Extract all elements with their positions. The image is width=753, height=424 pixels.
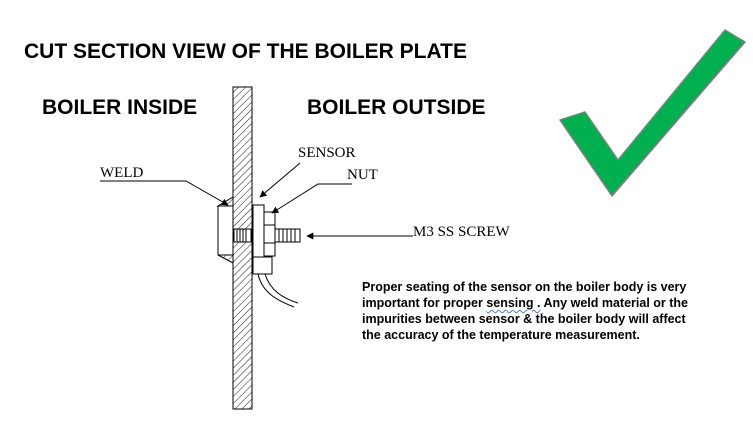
note-text-1: Proper seating of the sensor on the boil… (362, 280, 687, 310)
sensor-terminal (252, 256, 273, 275)
diagram-title: CUT SECTION VIEW OF THE BOILER PLATE (24, 40, 467, 63)
seating-note: Proper seating of the sensor on the boil… (362, 279, 702, 343)
weld-callout: WELD (100, 165, 144, 181)
boiler-outside-label: BOILER OUTSIDE (307, 96, 486, 119)
boiler-inside-label: BOILER INSIDE (42, 96, 198, 119)
screw-callout: M3 SS SCREW (413, 224, 510, 240)
note-text-2: Any weld material or the impurities betw… (362, 296, 688, 342)
weld-top (216, 196, 234, 207)
weld-leader (100, 180, 229, 206)
sensor-callout: SENSOR (298, 145, 356, 161)
sensor-body (252, 204, 265, 258)
boiler-plate (232, 86, 253, 410)
check-mark-icon (559, 29, 746, 197)
sensor-leader (259, 162, 301, 198)
nut-leader (271, 183, 352, 214)
sensor-wire-2 (264, 273, 299, 304)
nut-callout: NUT (347, 167, 378, 183)
weld-nut-block (217, 205, 234, 256)
note-spellcheck-word: sensing . (486, 296, 541, 310)
sensor-wire-1 (257, 273, 295, 308)
nut (263, 211, 276, 257)
weld-bottom (217, 254, 234, 264)
